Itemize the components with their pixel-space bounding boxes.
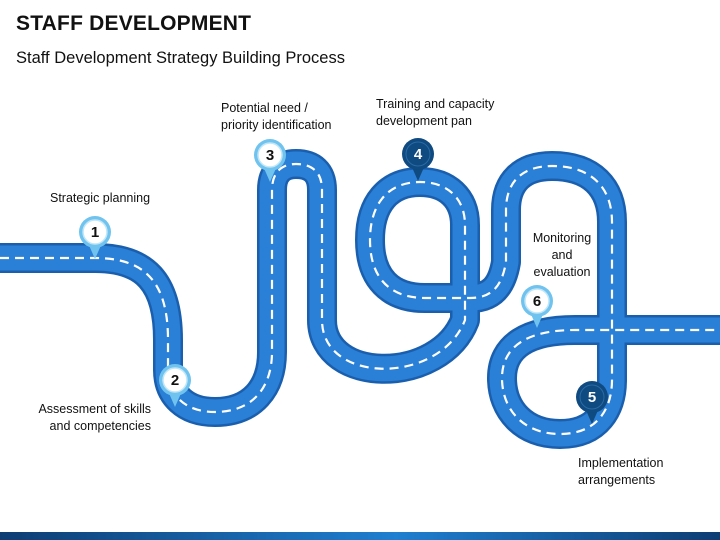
step-6-label: Monitoring and evaluation <box>522 230 602 281</box>
step-6-pin: 6 <box>521 285 553 328</box>
step-4-pin: 4 <box>402 138 434 181</box>
step-6-number: 6 <box>533 293 541 310</box>
step-6-label-line: evaluation <box>533 265 591 279</box>
step-2-label-line: Assessment of skills <box>38 402 151 416</box>
step-2-label: Assessment of skills and competencies <box>20 401 151 435</box>
step-5-label: Implementation arrangements <box>578 455 663 489</box>
step-3-number: 3 <box>266 147 274 164</box>
step-pins: 1 2 3 4 5 6 <box>79 138 608 424</box>
step-6-label-line: and <box>551 248 573 262</box>
step-1-label: Strategic planning <box>50 190 150 207</box>
step-3-label: Potential need / priority identification <box>221 100 331 134</box>
step-2-pin: 2 <box>159 364 191 407</box>
page-title: STAFF DEVELOPMENT <box>16 12 252 35</box>
step-6-label-line: Monitoring <box>532 231 592 245</box>
step-1-number: 1 <box>91 224 99 241</box>
page-subtitle: Staff Development Strategy Building Proc… <box>16 49 345 67</box>
step-3-pin: 3 <box>254 139 286 182</box>
step-2-label-line: and competencies <box>49 419 151 433</box>
step-5-label-line: Implementation <box>578 456 664 470</box>
step-1-label-line: Strategic planning <box>50 191 151 205</box>
step-5-number: 5 <box>588 389 596 406</box>
step-3-label-line: Potential need / <box>221 101 308 115</box>
step-3-label-line: priority identification <box>221 118 332 132</box>
step-4-label-line: development pan <box>376 114 472 128</box>
step-5-label-line: arrangements <box>578 473 656 487</box>
step-1-pin: 1 <box>79 216 111 259</box>
bottom-accent-bar <box>0 532 720 540</box>
step-4-label-line: Training and capacity <box>376 97 495 111</box>
step-4-label: Training and capacity development pan <box>376 96 494 130</box>
step-4-number: 4 <box>414 146 423 163</box>
step-5-pin: 5 <box>576 381 608 424</box>
step-2-number: 2 <box>171 372 179 389</box>
